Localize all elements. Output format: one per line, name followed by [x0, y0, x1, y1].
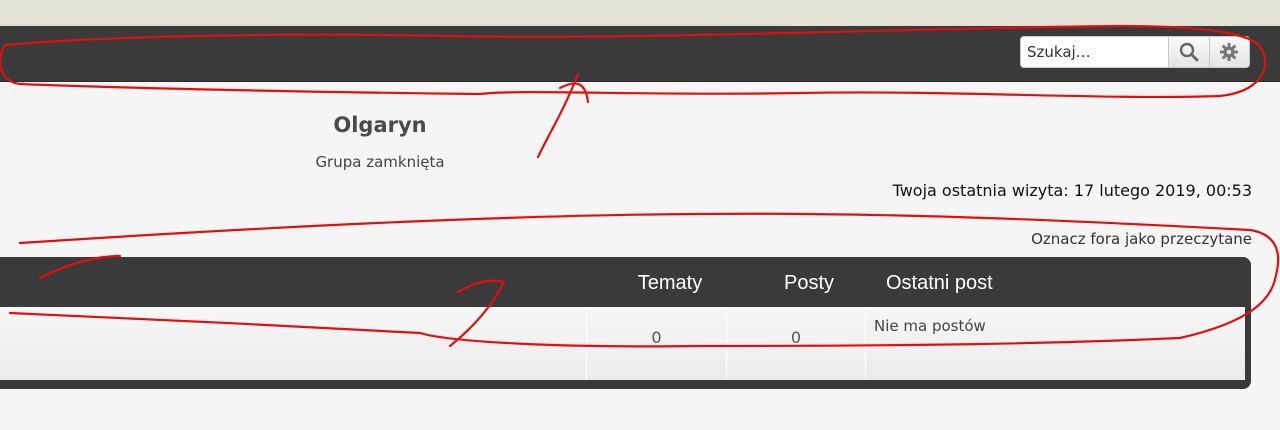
gear-icon [1220, 43, 1239, 61]
site-title: Olgaryn [333, 113, 427, 137]
search-box [1020, 36, 1250, 68]
row-topics-count: 0 [586, 307, 726, 380]
row-last-post: Nie ma postów [865, 307, 1245, 380]
column-header-topics: Tematy [637, 272, 703, 294]
last-visit-info: Twoja ostatnia wizyta: 17 lutego 2019, 0… [892, 181, 1252, 200]
navbar [0, 26, 1280, 82]
search-icon [1179, 42, 1199, 62]
table-row: 0 0 Nie ma postów [0, 307, 1245, 380]
search-button[interactable] [1168, 37, 1209, 67]
annotation-arrow-navbar [536, 72, 590, 159]
site-description: Grupa zamknięta [315, 153, 445, 171]
column-header-posts: Posty [783, 272, 835, 294]
column-header-last-post: Ostatni post [886, 272, 993, 294]
forum-table-header: Tematy Posty Ostatni post [0, 257, 1251, 307]
row-posts-count: 0 [726, 307, 865, 380]
advanced-search-button[interactable] [1208, 37, 1249, 67]
search-input[interactable] [1021, 37, 1168, 67]
forum-table: Tematy Posty Ostatni post 0 0 Nie ma pos… [0, 257, 1251, 389]
browser-top-strip [0, 0, 1280, 26]
mark-forums-read-link[interactable]: Oznacz fora jako przeczytane [1031, 230, 1252, 248]
